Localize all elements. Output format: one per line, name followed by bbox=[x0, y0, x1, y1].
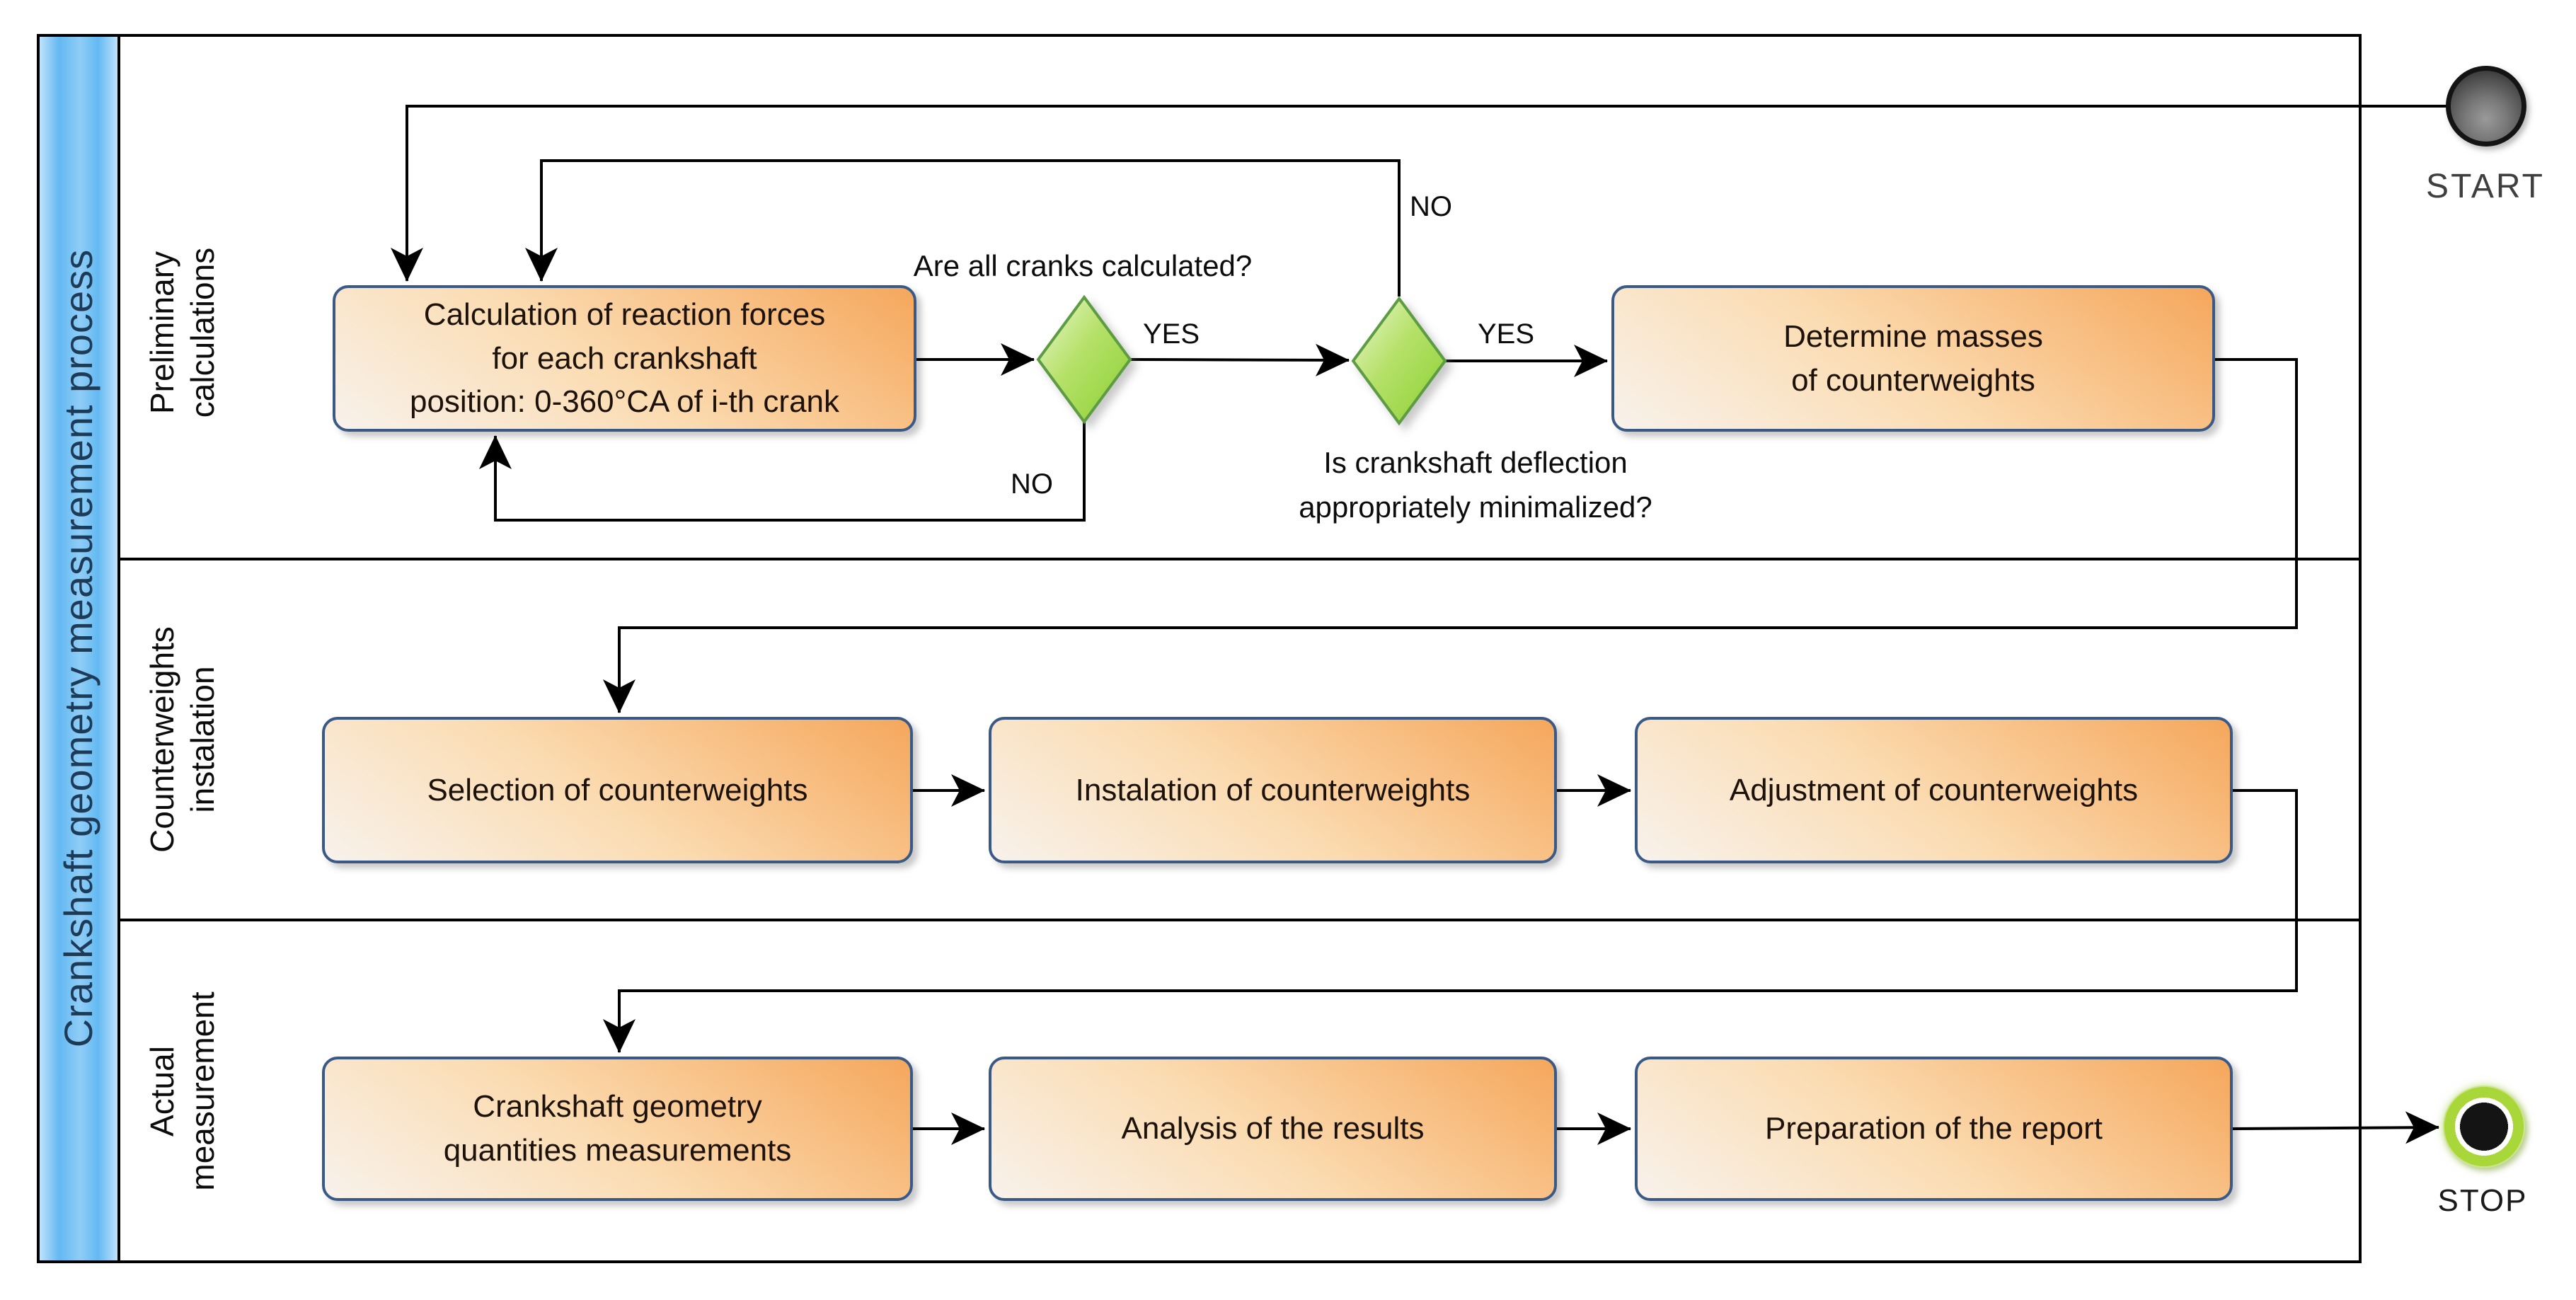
pool-header-bar bbox=[37, 34, 120, 1263]
task-calc-reaction-forces: Calculation of reaction forces for each … bbox=[333, 285, 916, 432]
lane-divider-1 bbox=[119, 558, 2362, 560]
stop-event-label: STOP bbox=[2437, 1183, 2528, 1218]
start-event-label: START bbox=[2426, 168, 2545, 205]
task-analysis-results: Analysis of the results bbox=[989, 1057, 1557, 1201]
task-adjustment-counterweights: Adjustment of counterweights bbox=[1635, 717, 2233, 863]
edge-label-yes-2: YES bbox=[1477, 318, 1535, 350]
task-selection-counterweights: Selection of counterweights bbox=[322, 717, 913, 863]
lane-divider-2 bbox=[119, 919, 2362, 921]
gateway2-question: Is crankshaft deflection appropriately m… bbox=[1299, 446, 1652, 524]
edge-label-yes-1: YES bbox=[1142, 318, 1200, 350]
start-event-circle bbox=[2446, 66, 2526, 146]
stop-event-circle bbox=[2443, 1086, 2525, 1168]
gateway1-question: Are all cranks calculated? bbox=[913, 249, 1253, 282]
task-determine-masses: Determine masses of counterweights bbox=[1611, 285, 2215, 432]
pool-title: Crankshaft geometry measurement process bbox=[55, 248, 100, 1048]
task-geometry-measurements: Crankshaft geometry quantities measureme… bbox=[322, 1057, 913, 1201]
edge-label-no-bottom: NO bbox=[1011, 468, 1053, 500]
task-instalation-counterweights: Instalation of counterweights bbox=[989, 717, 1557, 863]
task-preparation-report: Preparation of the report bbox=[1635, 1057, 2233, 1201]
lane-label-actual-measurement: Actual measurement bbox=[143, 991, 222, 1191]
edge-label-no-top: NO bbox=[1410, 191, 1452, 222]
